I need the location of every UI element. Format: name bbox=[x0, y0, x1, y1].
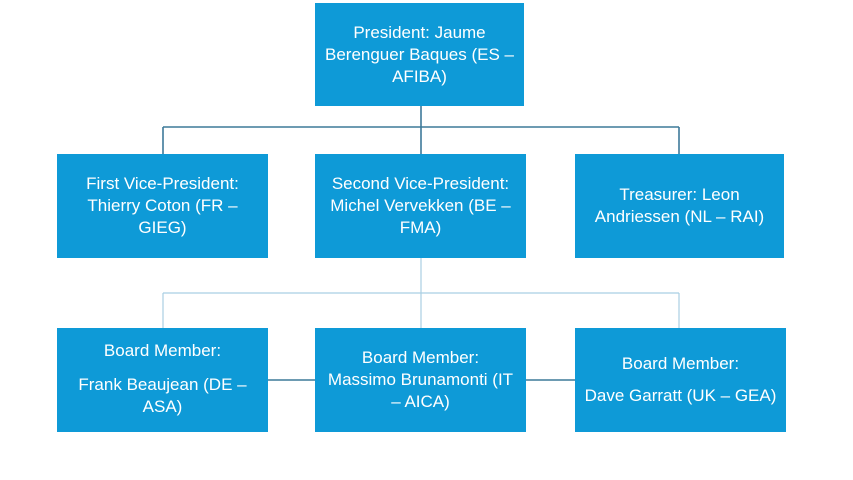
second-vice-president-label: Second Vice-President: Michel Vervekken … bbox=[330, 174, 511, 237]
president-box: President: Jaume Berenguer Baques (ES – … bbox=[315, 3, 524, 106]
first-vice-president-box: First Vice-President: Thierry Coton (FR … bbox=[57, 154, 268, 258]
board-member-2-name: Massimo Brunamonti (IT – AICA) bbox=[327, 370, 514, 411]
board-member-3-role: Board Member: bbox=[621, 354, 740, 373]
first-vice-president-label: First Vice-President: Thierry Coton (FR … bbox=[86, 174, 239, 237]
board-member-3-name: Dave Garratt (UK – GEA) bbox=[584, 386, 777, 405]
treasurer-label: Treasurer: Leon Andriessen (NL – RAI) bbox=[594, 185, 765, 226]
board-member-box-2: Board Member: Massimo Brunamonti (IT – A… bbox=[315, 328, 526, 432]
board-member-box-3: Board Member: Dave Garratt (UK – GEA) bbox=[575, 328, 786, 432]
board-member-1-role: Board Member: bbox=[103, 341, 222, 360]
board-member-1-name: Frank Beaujean (DE – ASA) bbox=[78, 375, 247, 416]
second-vice-president-box: Second Vice-President: Michel Vervekken … bbox=[315, 154, 526, 258]
president-label: President: Jaume Berenguer Baques (ES – … bbox=[324, 22, 514, 86]
treasurer-box: Treasurer: Leon Andriessen (NL – RAI) bbox=[575, 154, 784, 258]
board-member-box-1: Board Member: Frank Beaujean (DE – ASA) bbox=[57, 328, 268, 432]
board-member-2-role: Board Member: bbox=[361, 348, 480, 367]
